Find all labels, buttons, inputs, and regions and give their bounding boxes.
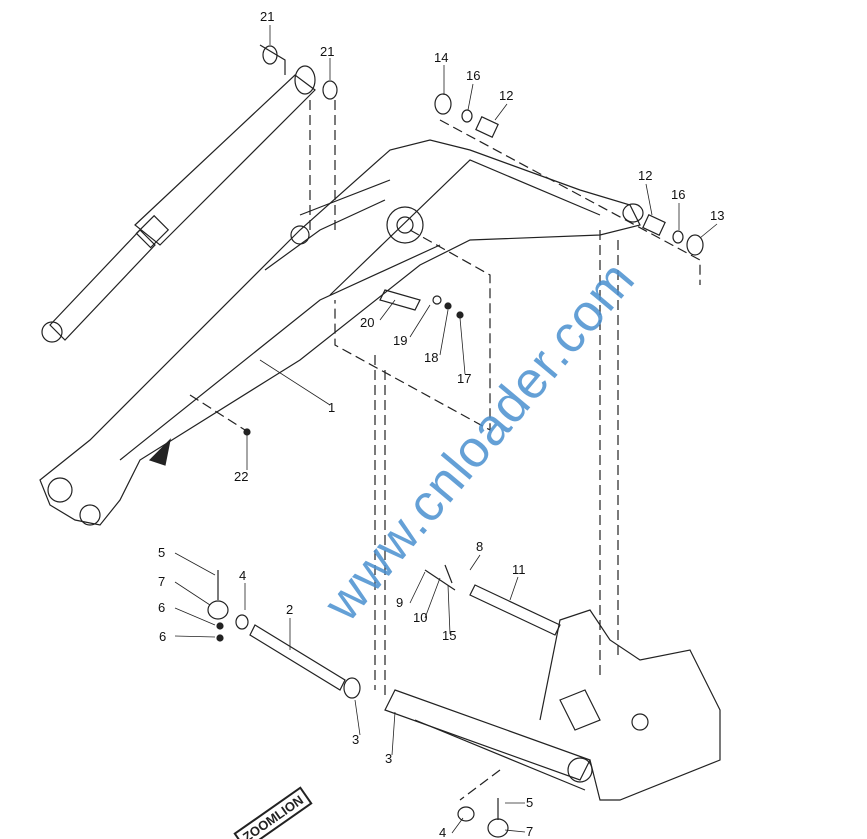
callout-3: 3 (352, 732, 360, 747)
callout-5: 5 (526, 795, 534, 810)
callout-8: 8 (476, 539, 484, 554)
callout-20: 20 (360, 315, 375, 330)
callout-6: 6 (158, 600, 166, 615)
callout-12: 12 (638, 168, 653, 183)
arm-cylinder (41, 65, 391, 343)
callout-12: 12 (499, 88, 514, 103)
callout-10: 10 (413, 610, 428, 625)
callout-22: 22 (234, 469, 249, 484)
callout-21: 21 (260, 9, 275, 24)
callout-21: 21 (320, 44, 335, 59)
lower-assembly (207, 564, 721, 838)
callout-4: 4 (439, 825, 447, 839)
callout-3: 3 (385, 751, 393, 766)
leader-lines (174, 25, 718, 834)
guide-lines (189, 100, 701, 801)
callout-11: 11 (512, 562, 526, 577)
callout-4: 4 (239, 568, 247, 583)
callout-14: 14 (434, 50, 449, 65)
callout-6: 6 (159, 629, 167, 644)
callout-18: 18 (424, 350, 439, 365)
callout-9: 9 (396, 595, 404, 610)
callout-16: 16 (671, 187, 686, 202)
callout-15: 15 (442, 628, 457, 643)
callout-16: 16 (466, 68, 481, 83)
callout-5: 5 (158, 545, 166, 560)
upper-pins (243, 44, 704, 436)
callout-17: 17 (457, 371, 472, 386)
callout-7: 7 (158, 574, 166, 589)
callout-7: 7 (526, 824, 534, 839)
callout-1: 1 (328, 400, 336, 415)
callout-2: 2 (286, 602, 294, 617)
callout-19: 19 (393, 333, 408, 348)
callout-13: 13 (710, 208, 725, 223)
